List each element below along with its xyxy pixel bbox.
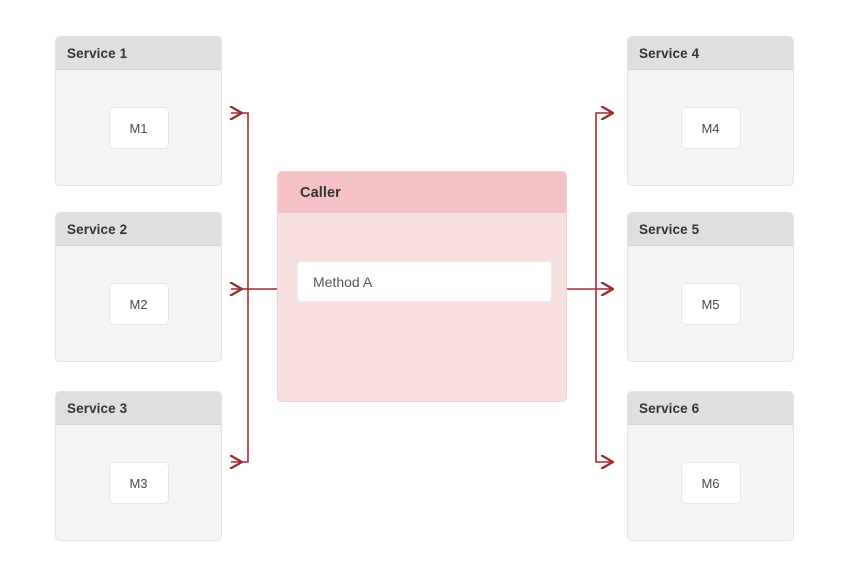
service-card-6-body: M6 — [628, 425, 793, 540]
service-card-1-title: Service 1 — [67, 45, 128, 61]
service-card-6[interactable]: Service 6 M6 — [627, 391, 794, 541]
service-card-5-header: Service 5 — [628, 213, 793, 246]
service-card-1-body: M1 — [56, 70, 221, 185]
connector-caller-to-service-1 — [231, 113, 249, 289]
caller-node-header: Caller — [278, 172, 566, 213]
method-chip-m1[interactable]: M1 — [108, 107, 169, 149]
service-card-6-title: Service 6 — [639, 400, 700, 416]
connector-caller-to-service-6 — [595, 289, 613, 462]
service-card-1-header: Service 1 — [56, 37, 221, 70]
caller-node-title: Caller — [300, 184, 341, 201]
caller-node-body: Method A — [278, 213, 566, 401]
method-chip-m3[interactable]: M3 — [108, 462, 169, 504]
method-chip-m6[interactable]: M6 — [680, 462, 741, 504]
service-card-3-header: Service 3 — [56, 392, 221, 425]
service-card-2-title: Service 2 — [67, 221, 128, 237]
method-chip-m4[interactable]: M4 — [680, 107, 741, 149]
service-card-5[interactable]: Service 5 M5 — [627, 212, 794, 362]
service-card-2-body: M2 — [56, 246, 221, 361]
service-card-3-body: M3 — [56, 425, 221, 540]
connector-caller-to-service-3 — [231, 289, 249, 462]
service-card-3[interactable]: Service 3 M3 — [55, 391, 222, 541]
service-card-2[interactable]: Service 2 M2 — [55, 212, 222, 362]
method-chip-m2[interactable]: M2 — [108, 283, 169, 325]
connector-caller-to-service-4 — [595, 113, 613, 289]
service-card-5-body: M5 — [628, 246, 793, 361]
service-card-5-title: Service 5 — [639, 221, 700, 237]
service-card-1[interactable]: Service 1 M1 — [55, 36, 222, 186]
service-card-4-body: M4 — [628, 70, 793, 185]
method-chip-m5[interactable]: M5 — [680, 283, 741, 325]
service-card-6-header: Service 6 — [628, 392, 793, 425]
caller-method-field[interactable]: Method A — [297, 261, 552, 302]
caller-node[interactable]: Caller Method A — [277, 171, 567, 402]
service-card-3-title: Service 3 — [67, 400, 128, 416]
service-card-2-header: Service 2 — [56, 213, 221, 246]
service-card-4[interactable]: Service 4 M4 — [627, 36, 794, 186]
service-card-4-header: Service 4 — [628, 37, 793, 70]
service-card-4-title: Service 4 — [639, 45, 700, 61]
